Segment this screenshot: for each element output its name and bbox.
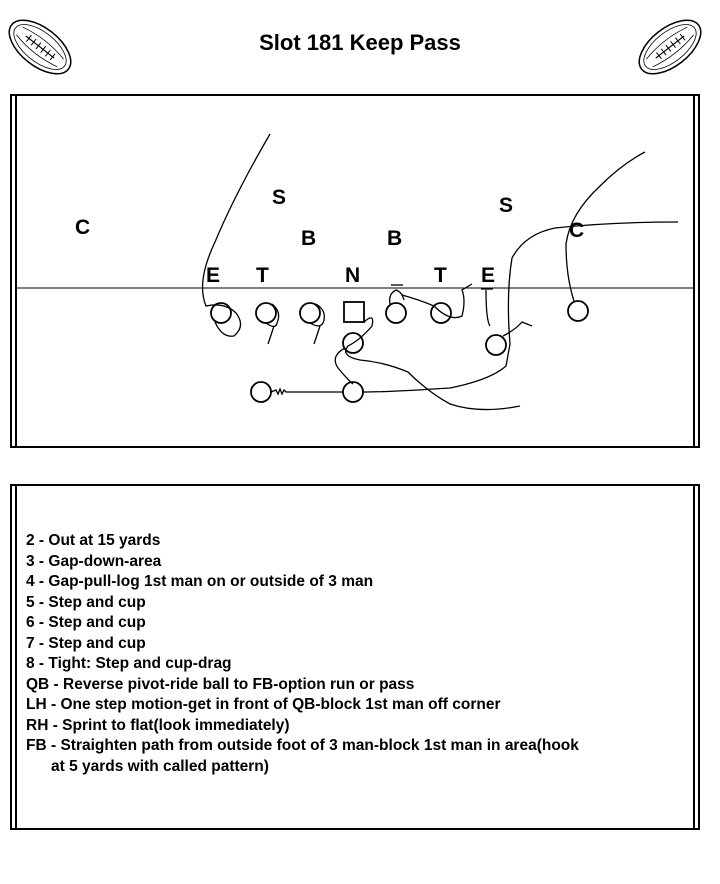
assignment-text: Out at 15 yards [48,532,161,549]
route-8 [485,289,491,327]
defender-s-right: S [499,194,513,217]
play-diagram: C S B B S C E T N T E [16,133,694,411]
defender-b-left: B [301,227,316,250]
route-3 [265,303,280,328]
assignment-key: 8 [26,655,35,672]
defender-e-left: E [206,264,220,287]
assignment-key: RH [26,716,49,734]
assignment-text: Step and cup [48,614,146,631]
route-4 [309,303,325,327]
player-slot [485,334,507,356]
assignment-text: Sprint to flat(look immediately) [62,716,290,734]
route-qb [345,317,521,411]
assignment-text: Step and cup [48,634,146,652]
page-title: Slot 181 Keep Pass [259,30,461,55]
defender-s-left: S [272,186,286,209]
assignment-2: 2 - Out at 15 yards [26,531,686,552]
assignment-lh: LH - One step motion-get in front of QB-… [26,695,686,716]
player-2 [210,302,232,324]
football-icon [638,19,702,75]
assignments-list: 2 - Out at 15 yards 3 - Gap-down-area 4 … [26,531,686,777]
player-3 [255,302,277,324]
assignment-key: LH [26,696,47,713]
assignment-text: Reverse pivot-ride ball to FB-option run… [63,675,415,693]
player-fb [342,381,364,403]
assignment-qb: QB - Reverse pivot-ride ball to FB-optio… [26,675,686,696]
player-rh [567,300,589,322]
assignment-fb: FB - Straighten path from outside foot o… [26,736,686,757]
play-diagram-frame [10,94,700,448]
assignment-8: 8 - Tight: Step and cup-drag [26,654,686,675]
assignment-key: 2 [26,532,35,549]
assignment-6: 6 - Step and cup [26,613,686,634]
assignment-fb-continuation: at 5 yards with called pattern) [26,757,686,778]
assignment-key: 7 [26,634,35,652]
route-7 [401,283,473,319]
route-qb-ride [334,347,354,385]
defender-c-right: C [569,219,584,242]
assignment-rh: RH - Sprint to flat(look immediately) [26,716,686,737]
player-lh [250,381,272,403]
defender-t-left: T [256,264,269,287]
assignments-frame [10,484,700,830]
route-lh [270,387,343,396]
route-3-tail [267,325,275,345]
assignment-5: 5 - Step and cup [26,593,686,614]
assignment-key: 5 [26,593,35,611]
defender-t-right: T [434,264,447,287]
assignment-text: One step motion-get in front of QB-block… [60,696,501,713]
route-slot [502,321,533,337]
assignment-text: at 5 yards with called pattern) [51,757,269,775]
assignment-key: 4 [26,573,35,590]
route-2 [201,133,271,337]
assignment-text: Gap-pull-log 1st man on or outside of 3 … [48,573,374,590]
assignment-text: Tight: Step and cup-drag [48,655,232,672]
route-rh [565,151,646,302]
route-fb [362,221,679,393]
player-4 [299,302,321,324]
player-6 [385,302,407,324]
football-icon [8,19,72,75]
defender-n: N [345,264,360,287]
defender-e-right: E [481,264,495,287]
assignment-text: Gap-down-area [48,552,162,570]
assignment-7: 7 - Step and cup [26,634,686,655]
defender-c-left: C [75,216,90,239]
route-4-tail [313,325,321,345]
assignment-text: Straighten path from outside foot of 3 m… [60,737,579,754]
assignment-text: Step and cup [48,593,146,611]
assignment-3: 3 - Gap-down-area [26,552,686,573]
assignment-key: 3 [26,552,35,570]
assignment-4: 4 - Gap-pull-log 1st man on or outside o… [26,572,686,593]
assignment-key: QB [26,675,50,693]
assignment-key: FB [26,737,47,754]
player-center [343,301,365,323]
defender-b-right: B [387,227,402,250]
assignment-key: 6 [26,614,35,631]
route-6 [388,289,405,305]
